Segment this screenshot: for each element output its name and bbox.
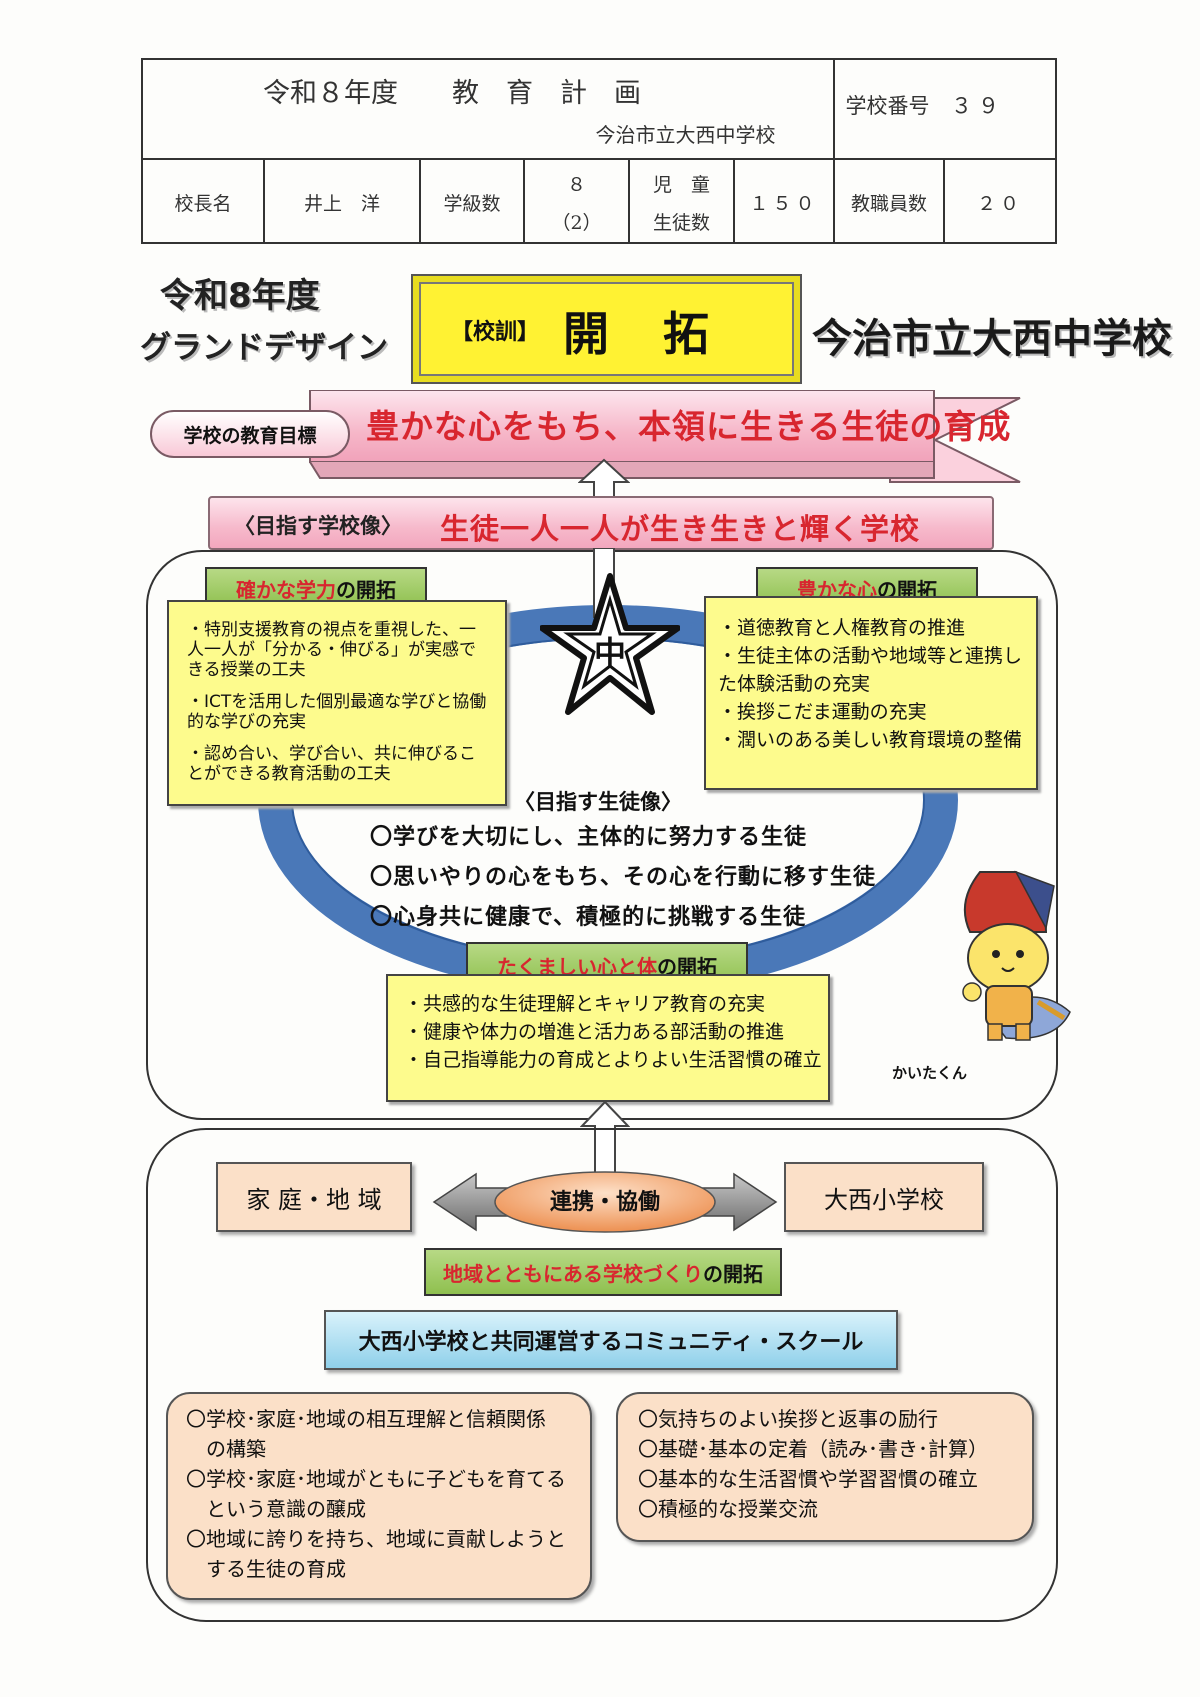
left-goals-box: 〇学校･家庭･地域の相互理解と信頼関係 の構築 〇学校･家庭･地域がともに子ども… <box>166 1392 592 1600</box>
body-note: ・共感的な生徒理解とキャリア教育の充実 ・健康や体力の増進と活力ある部活動の推進… <box>386 974 830 1102</box>
principal-label: 校長名 <box>174 192 232 215</box>
community-tab: 地域とともにある学校づくりの開拓 <box>424 1248 782 1296</box>
arrow-up-icon-2 <box>580 1100 630 1176</box>
info-table: 令和８年度 教 育 計 画 今治市立大西中学校 学校番号 ３９ 校長名 井上 洋… <box>141 58 1057 244</box>
motto-text: 開 拓 <box>563 307 713 361</box>
students-label-1: 児 童 <box>652 173 710 196</box>
right-item-1: 〇気持ちのよい挨拶と返事の励行 <box>638 1407 938 1431</box>
school-title: 今治市立大西中学校 <box>812 316 1172 362</box>
classes-special: （2） <box>551 211 602 234</box>
right-goals-box: 〇気持ちのよい挨拶と返事の励行 〇基礎･基本の定着（読み･書き･計算） 〇基本的… <box>616 1392 1034 1542</box>
left-item-4: という意識の醸成 <box>186 1497 366 1521</box>
goal-label: 学校の教育目標 <box>150 410 350 458</box>
community-title-rest: の開拓 <box>703 1261 763 1286</box>
left-item-3: 〇学校･家庭･地域がともに子どもを育てる <box>186 1467 566 1491</box>
arrow-up-icon <box>578 458 630 500</box>
right-item-2: 〇基礎･基本の定着（読み･書き･計算） <box>638 1437 988 1461</box>
elementary-box: 大西小学校 <box>784 1162 984 1232</box>
school-name: 今治市立大西中学校 <box>595 122 776 147</box>
student-list: 〇学びを大切にし、主体的に努力する生徒 〇思いやりの心をもち、その心を行動に移す… <box>370 818 930 938</box>
heart-item-4: ・潤いのある美しい教育環境の整備 <box>718 729 1023 751</box>
staff-count: ２０ <box>976 192 1023 215</box>
vision-label: 〈目指す学校像〉 <box>234 514 402 538</box>
motto-label: 【校訓】 <box>451 320 540 345</box>
school-emblem-icon: 中 <box>540 573 680 715</box>
heart-item-1: ・道徳教育と人権教育の推進 <box>718 617 966 639</box>
design-year: 令和8年度 <box>160 276 320 316</box>
students-label-2: 生徒数 <box>652 211 710 234</box>
plan-title: 令和８年度 教 育 計 画 <box>263 77 641 109</box>
students-count: １５０ <box>749 192 819 215</box>
body-item-3: ・自己指導能力の育成とよりよい生活習慣の確立 <box>404 1049 822 1071</box>
double-arrow-icon <box>432 1171 778 1233</box>
school-number: ３９ <box>951 94 1005 118</box>
student-item-1: 〇学びを大切にし、主体的に努力する生徒 <box>370 825 808 850</box>
learning-item-1: ・特別支援教育の視点を重視した、一人一人が「分かる・伸びる」が実感できる授業の工… <box>187 620 476 680</box>
learning-item-2: ・ICTを活用した個別最適な学びと協働的な学びの充実 <box>187 692 487 732</box>
learning-note: ・特別支援教育の視点を重視した、一人一人が「分かる・伸びる」が実感できる授業の工… <box>167 600 507 806</box>
learning-item-3: ・認め合い、学び合い、共に伸びることができる教育活動の工夫 <box>187 744 476 784</box>
left-item-2: の構築 <box>186 1437 266 1461</box>
mascot-name: かいたくん <box>892 1064 968 1082</box>
lower-frame <box>146 1128 1058 1622</box>
principal-name: 井上 洋 <box>303 192 380 215</box>
heart-item-2: ・生徒主体の活動や地域等と連携した体験活動の充実 <box>718 645 1023 695</box>
goal-text: 豊かな心をもち、本領に生きる生徒の育成 <box>366 407 1012 446</box>
goal-ribbon <box>309 390 1021 483</box>
learning-title-red: 確かな学力 <box>236 577 336 602</box>
body-item-2: ・健康や体力の増進と活力ある部活動の推進 <box>404 1021 785 1043</box>
school-number-label: 学校番号 <box>845 94 930 118</box>
home-community-box: 家 庭・地 域 <box>216 1162 412 1232</box>
left-item-6: する生徒の育成 <box>186 1557 346 1581</box>
heart-note: ・道徳教育と人権教育の推進 ・生徒主体の活動や地域等と連携した体験活動の充実 ・… <box>704 596 1038 790</box>
vision-band: 〈目指す学校像〉 生徒一人一人が生き生きと輝く学校 <box>208 496 994 550</box>
learning-tab: 確かな学力の開拓 <box>205 567 427 609</box>
community-title-red: 地域とともにある学校づくり <box>443 1261 703 1286</box>
emblem-char: 中 <box>594 634 626 672</box>
right-item-3: 〇基本的な生活習慣や学習習慣の確立 <box>638 1467 978 1491</box>
student-item-3: 〇心身共に健康で、積極的に挑戦する生徒 <box>370 905 807 930</box>
cooperation-label: 連携・協働 <box>549 1190 660 1215</box>
heart-item-3: ・挨拶こだま運動の充実 <box>718 701 927 723</box>
students-label: 〈目指す生徒像〉 <box>514 790 682 814</box>
right-item-4: 〇積極的な授業交流 <box>638 1497 818 1521</box>
left-item-1: 〇学校･家庭･地域の相互理解と信頼関係 <box>186 1407 546 1431</box>
learning-title-rest: の開拓 <box>336 577 396 602</box>
staff-label: 教職員数 <box>850 192 927 215</box>
design-subtitle: グランドデザイン <box>140 330 388 366</box>
school-motto-box: 【校訓】 開 拓 <box>411 274 802 384</box>
community-school-box: 大西小学校と共同運営するコミュニティ・スクール <box>324 1310 898 1370</box>
student-item-2: 〇思いやりの心をもち、その心を行動に移す生徒 <box>370 865 877 890</box>
body-item-1: ・共感的な生徒理解とキャリア教育の充実 <box>404 993 766 1015</box>
vision-text: 生徒一人一人が生き生きと輝く学校 <box>440 512 921 546</box>
mascot-icon <box>962 870 1071 1041</box>
classes-label: 学級数 <box>443 192 501 215</box>
classes-count: ８ <box>566 173 586 196</box>
left-item-5: 〇地域に誇りを持ち、地域に貢献しようと <box>186 1527 566 1551</box>
